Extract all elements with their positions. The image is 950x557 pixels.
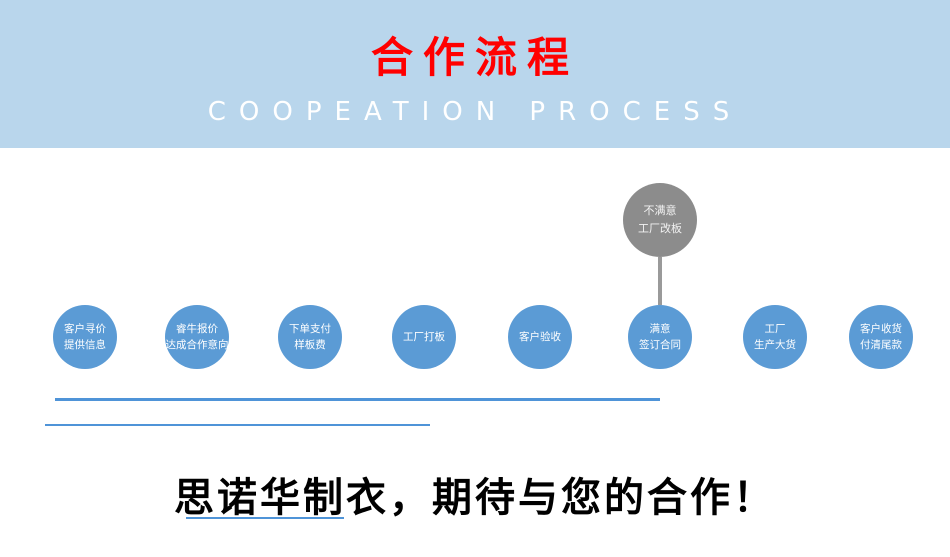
- branch-node-line1: 不满意: [643, 204, 677, 218]
- step-7-line2: 生产大货: [754, 339, 796, 351]
- step-8-line1: 客户收货: [860, 322, 902, 335]
- step-1-line1: 客户寻价: [64, 322, 106, 335]
- step-2-line1: 睿牛报价: [176, 322, 218, 335]
- header-banner: 合作流程 COOPEATION PROCESS: [0, 0, 950, 148]
- step-6-line2: 签订合同: [639, 339, 681, 351]
- step-node-8: 客户收货 付清尾款: [849, 305, 913, 369]
- decorative-line-short: [45, 424, 430, 426]
- step-3-line1: 下单支付: [289, 322, 331, 335]
- branch-connector-line: [658, 257, 662, 305]
- step-node-4: 工厂打板: [392, 305, 456, 369]
- banner-subtitle: COOPEATION PROCESS: [207, 97, 743, 127]
- step-5-line1: 客户验收: [519, 330, 561, 343]
- banner-title: 合作流程: [370, 33, 579, 82]
- step-6-line1: 满意: [649, 322, 671, 335]
- step-4-line1: 工厂打板: [403, 330, 445, 343]
- step-node-5: 客户验收: [508, 305, 572, 369]
- step-2-line2: 达成合作意向: [165, 339, 229, 351]
- step-node-1: 客户寻价 提供信息: [53, 305, 117, 369]
- step-node-2: 睿牛报价 达成合作意向: [165, 305, 229, 369]
- step-8-line2: 付清尾款: [860, 339, 902, 351]
- decorative-line-long: [55, 398, 660, 401]
- step-node-6: 满意 签订合同: [628, 305, 692, 369]
- step-node-3: 下单支付 样板费: [278, 305, 342, 369]
- step-node-7: 工厂 生产大货: [743, 305, 807, 369]
- footer-slogan: 思诺华制衣，期待与您的合作！: [174, 475, 776, 521]
- slogan-underline: [186, 517, 344, 519]
- branch-node-rework: 不满意 工厂改板: [623, 183, 697, 257]
- branch-node-line2: 工厂改板: [638, 222, 682, 235]
- step-1-line2: 提供信息: [64, 339, 106, 351]
- step-3-line2: 样板费: [294, 339, 326, 351]
- step-7-line1: 工厂: [764, 322, 786, 335]
